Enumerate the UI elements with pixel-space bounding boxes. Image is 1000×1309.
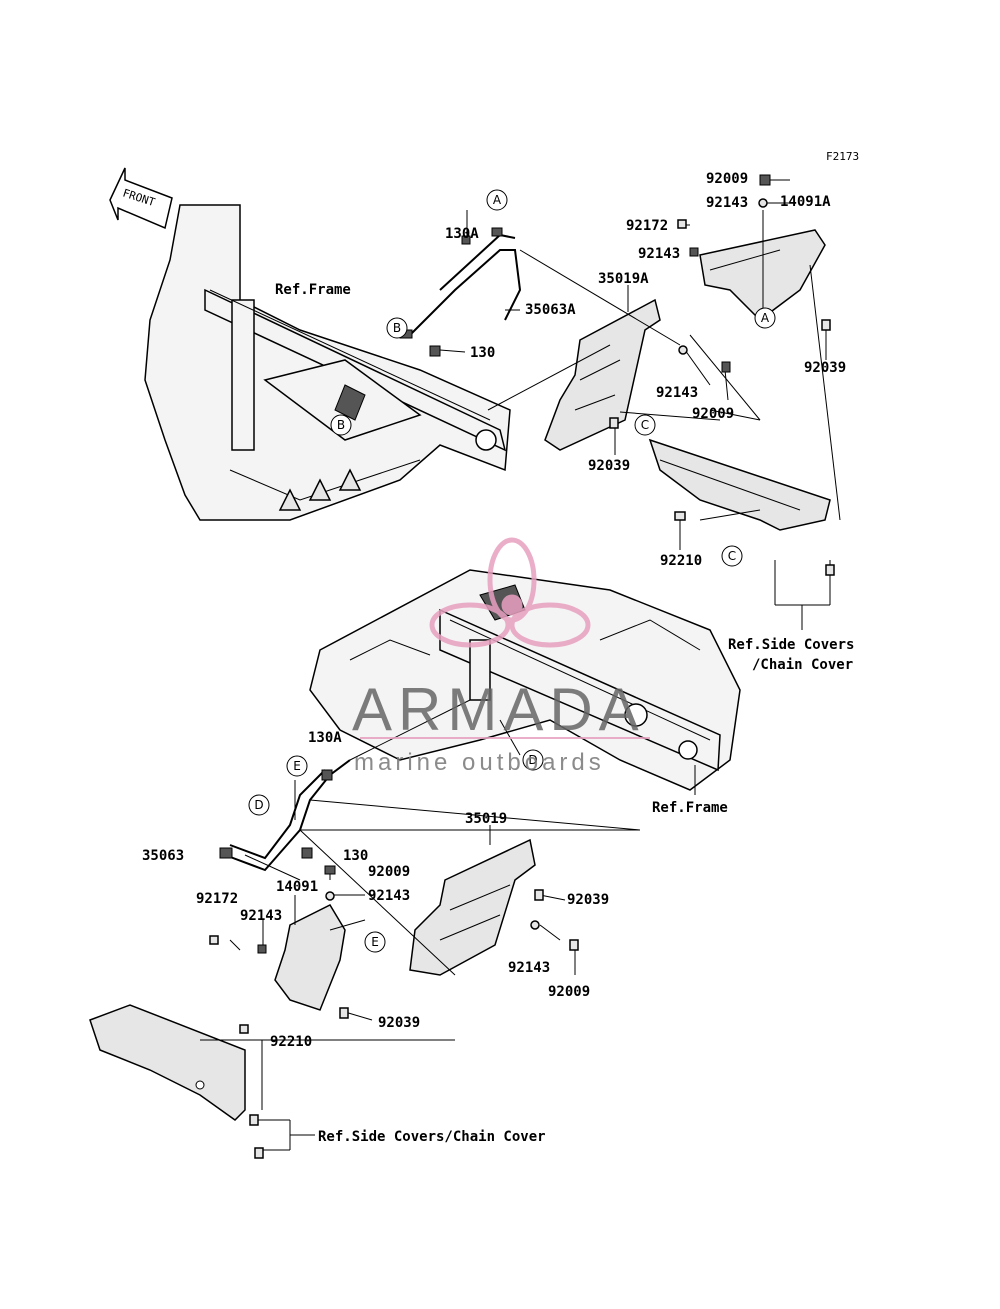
marker-A-top-1: A [486, 189, 508, 211]
hardware-top [429, 174, 835, 576]
label-14091: 14091 [276, 879, 318, 895]
bottom-frame-silhouette [309, 569, 741, 791]
watermark-brand: ARMADA [352, 676, 645, 743]
label-92210-top: 92210 [660, 553, 702, 569]
label-ref-side-top-2: /Chain Cover [752, 657, 853, 673]
chain-cover-top [648, 438, 831, 531]
marker-B-top-2: B [330, 414, 352, 436]
label-92039-top-a: 92039 [804, 360, 846, 376]
label-92039-top-b: 92039 [588, 458, 630, 474]
label-130-bottom: 130 [343, 848, 368, 864]
label-130A-top: 130A [445, 226, 479, 242]
label-ref-frame-top: Ref.Frame [275, 282, 351, 298]
svg-text:B: B [393, 321, 401, 335]
guard-35019 [409, 838, 536, 976]
marker-D-bottom-2: D [522, 749, 544, 771]
svg-text:A: A [493, 193, 502, 207]
label-92009-top: 92009 [706, 171, 748, 187]
label-92039-bottom-a: 92039 [567, 892, 609, 908]
label-92009-bottom-b: 92009 [548, 984, 590, 1000]
label-130A-bottom: 130A [308, 730, 342, 746]
hardware-bottom [209, 769, 579, 1159]
svg-text:A: A [761, 311, 770, 325]
guard-35019A [544, 298, 661, 451]
leader-lines-bottom [200, 699, 696, 1151]
label-35063A: 35063A [525, 302, 576, 318]
svg-text:E: E [371, 935, 379, 949]
label-92172-top: 92172 [626, 218, 668, 234]
label-92009-top-b: 92009 [692, 406, 734, 422]
marker-C-top-1: C [634, 414, 656, 436]
front-arrow-icon: FRONT [109, 167, 173, 230]
marker-C-top-2: C [721, 545, 743, 567]
svg-text:B: B [337, 418, 345, 432]
svg-text:C: C [728, 549, 736, 563]
stay-35063A [399, 227, 522, 339]
cover-14091 [274, 904, 346, 1011]
label-92009-bottom-a: 92009 [368, 864, 410, 880]
marker-D-bottom-1: D [248, 794, 270, 816]
watermark-tagline: marine outboards [354, 749, 605, 776]
label-35063: 35063 [142, 848, 184, 864]
label-92172-bottom: 92172 [196, 891, 238, 907]
label-ref-side-bottom: Ref.Side Covers/Chain Cover [318, 1129, 546, 1145]
label-35019A: 35019A [598, 271, 649, 287]
top-frame-silhouette [144, 204, 511, 521]
marker-E-bottom-2: E [364, 931, 386, 953]
label-92143-top-b: 92143 [638, 246, 680, 262]
label-14091A: 14091A [780, 194, 831, 210]
svg-text:E: E [293, 759, 301, 773]
watermark-logo-icon [429, 537, 591, 648]
label-92210-bottom: 92210 [270, 1034, 312, 1050]
watermark: ARMADA marine outboards [352, 537, 650, 776]
svg-text:C: C [641, 418, 649, 432]
label-ref-frame-bottom: Ref.Frame [652, 800, 728, 816]
chain-cover-bottom [89, 1004, 246, 1121]
stay-35063 [219, 759, 351, 872]
marker-E-bottom-1: E [286, 755, 308, 777]
label-92039-bottom-b: 92039 [378, 1015, 420, 1031]
label-92143-bottom-a: 92143 [368, 888, 410, 904]
marker-B-top-1: B [386, 317, 408, 339]
label-ref-side-top-1: Ref.Side Covers [728, 637, 854, 653]
label-92143-bottom-b: 92143 [240, 908, 282, 924]
label-92143-bottom-c: 92143 [508, 960, 550, 976]
label-92143-top-a: 92143 [706, 195, 748, 211]
label-130-top: 130 [470, 345, 495, 361]
marker-A-top-2: A [754, 307, 776, 329]
label-35019: 35019 [465, 811, 507, 827]
figure-code: F2173 [826, 150, 859, 163]
label-92143-top-c: 92143 [656, 385, 698, 401]
svg-text:D: D [254, 798, 263, 812]
svg-text:D: D [528, 753, 537, 767]
